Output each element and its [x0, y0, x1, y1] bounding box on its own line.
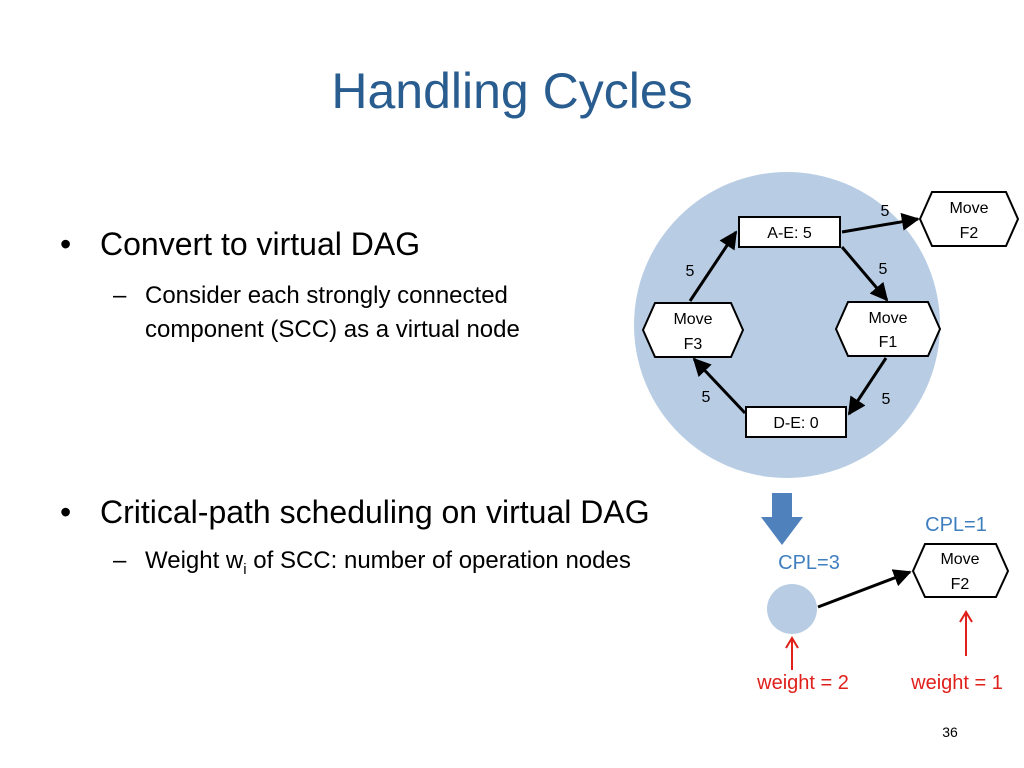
weight-scc-label: weight = 2 [756, 672, 849, 694]
sub-dash: – [113, 282, 127, 309]
node-move-f3 [641, 302, 745, 358]
weight-scc-arrowhead [785, 636, 799, 649]
bullet-critical-path: • Critical-path scheduling on virtual DA… [60, 494, 650, 531]
weight-f2-arrowhead [959, 610, 973, 623]
node-move-f3-line2: F3 [684, 336, 703, 353]
bullet-text: Convert to virtual DAG [100, 226, 421, 262]
weight-subscript: i [243, 560, 247, 578]
node-move-f1-line2: F1 [879, 334, 898, 351]
page-number: 36 [942, 724, 958, 740]
node-de-label: D-E: 0 [773, 415, 818, 432]
edge-weight-f3-ae: 5 [686, 263, 695, 280]
cpl-f2-label: CPL=1 [925, 514, 987, 536]
weight-prefix: Weight w [145, 547, 244, 574]
cpl-scc-label: CPL=3 [778, 552, 840, 574]
sub-dash: – [113, 547, 127, 574]
weight-suffix: of SCC: number of operation nodes [246, 547, 631, 574]
edge-de-f3 [692, 357, 747, 415]
node-move-f2-top [918, 191, 1020, 247]
dag-node-move-f2 [911, 543, 1010, 598]
bullet-dot: • [60, 494, 72, 530]
sub-bullet-line2: component (SCC) as a virtual node [145, 316, 520, 343]
edge-weight-f1-de: 5 [882, 391, 891, 408]
node-de [745, 406, 847, 438]
edge-f3-ae [688, 230, 738, 302]
sub-bullet-scc: – Consider each strongly connected compo… [113, 279, 520, 347]
bullet-dot: • [60, 226, 72, 262]
node-move-f1-line1: Move [868, 310, 907, 327]
bullet-text: Critical-path scheduling on virtual DAG [100, 494, 650, 530]
node-move-f3-line1: Move [673, 311, 712, 328]
dag-node-move-f2-line2: F2 [951, 576, 970, 593]
weight-f2-label: weight = 1 [910, 672, 1003, 694]
dag-node-move-f2-line1: Move [940, 551, 979, 568]
node-move-f2-top-line1: Move [949, 200, 988, 217]
node-move-f1 [834, 301, 942, 357]
node-move-f2-top-line2: F2 [960, 225, 979, 242]
edge-ae-f1 [840, 246, 889, 302]
transform-down-arrow [761, 493, 803, 545]
sub-bullet-line1: Consider each strongly connected [145, 282, 508, 309]
virtual-scc-node [767, 584, 817, 634]
bullet-convert-dag: • Convert to virtual DAG [60, 226, 421, 263]
edge-weight-ae-f1: 5 [879, 261, 888, 278]
edge-weight-de-f3: 5 [702, 389, 711, 406]
edge-weight-ae-f2: 5 [881, 203, 890, 220]
dag-edge-scc-f2 [817, 569, 912, 609]
edge-f1-de [847, 357, 888, 416]
node-ae [738, 216, 841, 248]
edge-ae-f2 [841, 212, 920, 234]
node-ae-label: A-E: 5 [767, 225, 812, 242]
slide-title: Handling Cycles [331, 63, 693, 119]
sub-bullet-weight: – Weight wi of SCC: number of operation … [113, 544, 631, 587]
